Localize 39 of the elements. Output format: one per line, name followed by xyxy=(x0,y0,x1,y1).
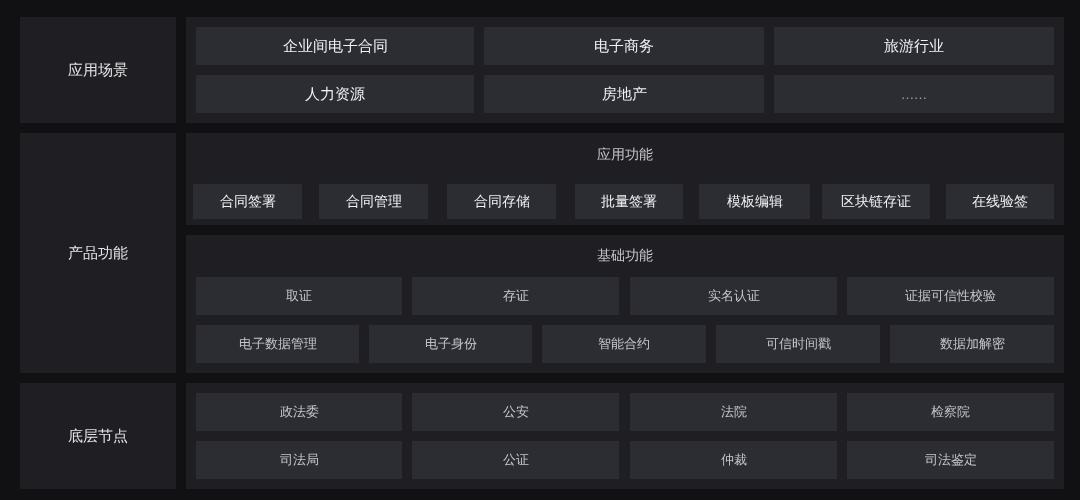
node-tile: 公安 xyxy=(412,393,619,431)
section-panel xyxy=(186,235,1064,373)
scenario-tile: 旅游行业 xyxy=(774,27,1054,65)
node-tile: 公证 xyxy=(412,441,619,479)
node-tile: 仲裁 xyxy=(630,441,837,479)
feature-tile: 合同管理 xyxy=(319,184,428,219)
section-heading: 基础功能 xyxy=(597,247,653,265)
layer-header: 应用场景 xyxy=(20,17,176,123)
feature-tile: 智能合约 xyxy=(542,325,706,363)
feature-tile: 证据可信性校验 xyxy=(847,277,1054,315)
feature-tile: 批量签署 xyxy=(575,184,683,219)
feature-tile: 在线验签 xyxy=(946,184,1054,219)
section-panel xyxy=(186,133,1064,225)
layer-header: 底层节点 xyxy=(20,383,176,489)
feature-tile: 合同签署 xyxy=(193,184,302,219)
node-tile: 司法鉴定 xyxy=(847,441,1054,479)
feature-tile: 数据加解密 xyxy=(890,325,1054,363)
feature-tile: 电子身份 xyxy=(369,325,532,363)
feature-tile: 合同存储 xyxy=(447,184,556,219)
scenario-tile: 电子商务 xyxy=(484,27,764,65)
feature-tile: 区块链存证 xyxy=(822,184,930,219)
scenario-tile: …… xyxy=(774,75,1054,113)
feature-tile: 存证 xyxy=(412,277,619,315)
section-panel xyxy=(186,383,1064,489)
feature-tile: 模板编辑 xyxy=(699,184,810,219)
node-tile: 法院 xyxy=(630,393,837,431)
node-tile: 检察院 xyxy=(847,393,1054,431)
scenario-tile: 企业间电子合同 xyxy=(196,27,474,65)
section-heading: 应用功能 xyxy=(597,146,653,164)
feature-tile: 电子数据管理 xyxy=(196,325,359,363)
node-tile: 司法局 xyxy=(196,441,402,479)
scenario-tile: 房地产 xyxy=(484,75,764,113)
layer-header: 产品功能 xyxy=(20,133,176,373)
feature-tile: 实名认证 xyxy=(630,277,837,315)
feature-tile: 取证 xyxy=(196,277,402,315)
feature-tile: 可信时间戳 xyxy=(716,325,880,363)
node-tile: 政法委 xyxy=(196,393,402,431)
section-panel xyxy=(186,17,1064,123)
scenario-tile: 人力资源 xyxy=(196,75,474,113)
